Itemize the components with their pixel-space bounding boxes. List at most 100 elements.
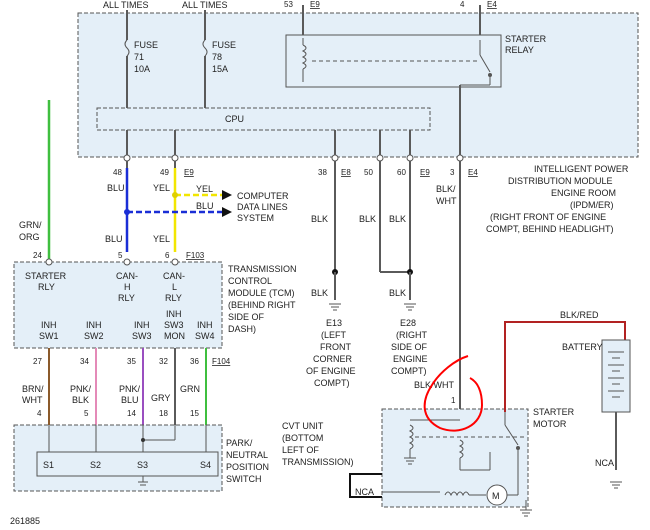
tcm-inh-sw3-mon-3: MON <box>164 331 185 341</box>
battery-nca-label: NCA <box>595 458 614 468</box>
starter-relay-box <box>285 34 502 88</box>
ipdm-label-5: (RIGHT FRONT OF ENGINE <box>490 212 606 222</box>
tcm-pin-35: 35 <box>127 357 136 366</box>
tcm-inh-sw2-1: INH <box>86 320 102 330</box>
tcm-inh-sw3-2: SW3 <box>132 331 152 341</box>
cpu-label: CPU <box>225 114 244 124</box>
ground-e13-label-4: CORNER <box>313 354 353 364</box>
cvt-pin-18: 18 <box>159 409 168 418</box>
cvt-label-4: TRANSMISSION) <box>282 457 354 467</box>
switch-s2: S2 <box>90 460 101 470</box>
ipdm-label-6: COMPT, BEHIND HEADLIGHT) <box>486 224 614 234</box>
tcm-inh-sw3-mon-2: SW3 <box>164 320 184 330</box>
tcm-inh-sw2-2: SW2 <box>84 331 104 341</box>
ground-e13-label-2: (LEFT <box>321 330 347 340</box>
wire-blu-label-2: BLU <box>196 201 214 211</box>
cvt-pin-5: 5 <box>84 409 89 418</box>
pin-60-label: 60 <box>397 168 406 177</box>
wire-yel-label-1: YEL <box>153 183 170 193</box>
data-lines-label-2: DATA LINES <box>237 202 288 212</box>
tcm-label-3: MODULE (TCM) <box>228 288 295 298</box>
wire-grn-org-label-2: ORG <box>19 232 40 242</box>
wire-blk-wht-label-2: WHT <box>436 196 457 206</box>
solenoid-coil-symbol <box>408 424 414 450</box>
tcm-starter-rly-1: STARTER <box>25 271 67 281</box>
ground-e28-label-4: ENGINE <box>393 354 428 364</box>
ground-e28-label-1: E28 <box>400 318 416 328</box>
pnp-switch-label-2: NEUTRAL <box>226 450 268 460</box>
ipdm-label-1: INTELLIGENT POWER <box>534 164 629 174</box>
pin-53-label: 53 <box>284 0 293 9</box>
e8-label: E8 <box>341 168 351 177</box>
starter-relay-label-2: RELAY <box>505 45 534 55</box>
fuse-78-amp: 15A <box>212 64 228 74</box>
pnp-switch-box <box>36 451 219 477</box>
ipdm-label-3: ENGINE ROOM <box>551 188 616 198</box>
cvt-label-3: LEFT OF <box>282 445 319 455</box>
wire-brn-wht-1: BRN/ <box>22 384 44 394</box>
data-lines-label-1: COMPUTER <box>237 191 289 201</box>
tcm-pin-5: 5 <box>118 251 123 260</box>
relay-coil-symbol <box>301 44 307 70</box>
wire-pnk-blk-1: PNK/ <box>70 384 92 394</box>
tcm-inh-sw1-2: SW1 <box>39 331 59 341</box>
pnp-switch-label-1: PARK/ <box>226 438 253 448</box>
fuse-78-number: 78 <box>212 52 222 62</box>
ground-e13-label-5: OF ENGINE <box>306 366 356 376</box>
tcm-can-l-3: RLY <box>165 293 182 303</box>
wire-blu-label-1: BLU <box>107 183 125 193</box>
fuse-78-label: FUSE <box>212 40 236 50</box>
fuse-71-number: 71 <box>134 52 144 62</box>
switch-s3: S3 <box>137 460 148 470</box>
tcm-can-h-1: CAN- <box>116 271 138 281</box>
starter-relay-label-1: STARTER <box>505 34 547 44</box>
tcm-label-4: (BEHIND RIGHT <box>228 300 296 310</box>
wire-pnk-blk-2: BLK <box>72 395 89 405</box>
pin-49-label: 49 <box>160 168 169 177</box>
highlight-circle <box>423 355 484 432</box>
e9-mid-label: E9 <box>184 168 194 177</box>
tcm-pin-24: 24 <box>33 251 42 260</box>
cvt-pin-15: 15 <box>190 409 199 418</box>
ground-e28-label-3: SIDE OF <box>391 342 428 352</box>
switch-s4: S4 <box>200 460 211 470</box>
battery-box <box>601 339 631 413</box>
starter-ground-symbol-1 <box>404 457 416 465</box>
wire-blk-wht-label-1: BLK/ <box>436 184 456 194</box>
cvt-box <box>13 424 223 492</box>
wire-pnk-blu-1: PNK/ <box>119 384 141 394</box>
wire-blk-label-4: BLK <box>311 288 328 298</box>
tcm-can-l-2: L <box>172 282 177 292</box>
e9-b-label: E9 <box>420 168 430 177</box>
pin-50-label: 50 <box>364 168 373 177</box>
cvt-label-2: (BOTTOM <box>282 433 323 443</box>
battery-symbol <box>608 351 624 398</box>
tcm-label-5: SIDE OF <box>228 312 265 322</box>
figure-id: 261885 <box>10 516 40 526</box>
ground-e28-label-5: COMPT) <box>391 366 427 376</box>
ground-e13-label-6: COMPT) <box>314 378 350 388</box>
pin-38-label: 38 <box>318 168 327 177</box>
tcm-can-h-3: RLY <box>118 293 135 303</box>
cvt-ground-symbol <box>138 476 148 486</box>
tcm-pin-6: 6 <box>165 251 170 260</box>
tcm-f103: F103 <box>186 251 205 260</box>
tcm-f104: F104 <box>212 357 231 366</box>
pin-48-label: 48 <box>113 168 122 177</box>
tcm-can-h-2: H <box>124 282 131 292</box>
wire-yel-label-3: YEL <box>153 234 170 244</box>
tcm-inh-sw3-1: INH <box>134 320 150 330</box>
wire-blk-label-3: BLK <box>389 214 406 224</box>
wire-grn-org-label-1: GRN/ <box>19 220 42 230</box>
ipdm-label-4: (IPDM/ER) <box>570 200 614 210</box>
starter-nca-label: NCA <box>355 487 374 497</box>
pin-3-label: 3 <box>450 168 455 177</box>
tcm-inh-sw1-1: INH <box>41 320 57 330</box>
ground-e28-label-2: (RIGHT <box>396 330 427 340</box>
tcm-label-6: DASH) <box>228 324 256 334</box>
starter-pin-1: 1 <box>451 396 456 405</box>
wire-blk-label-2: BLK <box>359 214 376 224</box>
starter-motor-label-2: MOTOR <box>533 419 567 429</box>
tcm-pin-36: 36 <box>190 357 199 366</box>
tcm-inh-sw3-mon-1: INH <box>166 309 182 319</box>
